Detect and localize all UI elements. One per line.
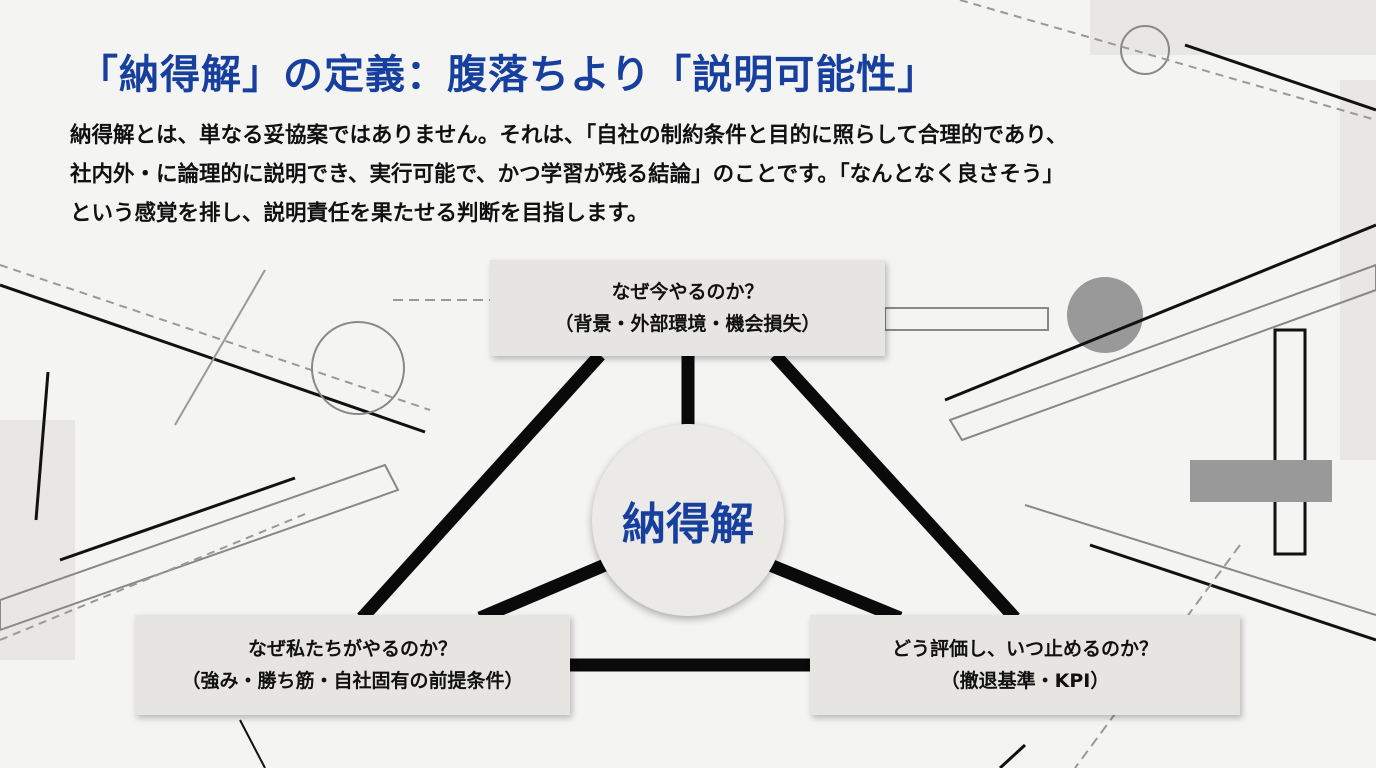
page-title: 「納得解」の定義：腹落ちより「説明可能性」 xyxy=(78,52,939,98)
node-why-now: なぜ今やるのか？ （背景・外部環境・機会損失） xyxy=(490,260,885,356)
node-detail: （撤退基準・KPI） xyxy=(940,670,1110,692)
triangle-connectors xyxy=(357,350,1020,672)
node-question: どう評価し、いつ止めるのか？ xyxy=(891,638,1158,660)
node-detail: （強み・勝ち筋・自社固有の前提条件） xyxy=(181,670,524,692)
definition-line: という感覚を排し、説明責任を果たせる判断を目指します。 xyxy=(70,201,649,226)
definition-text: 納得解とは、単なる妥協案ではありません。それは、「自社の制約条件と目的に照らして… xyxy=(70,116,1310,233)
node-question: なぜ今やるのか？ xyxy=(611,281,764,303)
node-detail: （背景・外部環境・機会損失） xyxy=(554,313,821,335)
node-why-us: なぜ私たちがやるのか？ （強み・勝ち筋・自社固有の前提条件） xyxy=(135,615,570,715)
definition-line: 納得解とは、単なる妥協案ではありません。それは、「自社の制約条件と目的に照らして… xyxy=(70,123,1068,148)
center-node: 納得解 xyxy=(592,424,784,616)
node-question: なぜ私たちがやるのか？ xyxy=(247,638,457,660)
node-evaluate-stop: どう評価し、いつ止めるのか？ （撤退基準・KPI） xyxy=(810,615,1240,715)
definition-line: 社内外・に論理的に説明でき、実行可能で、かつ学習が残る結論」のことです。「なんと… xyxy=(70,162,1064,187)
